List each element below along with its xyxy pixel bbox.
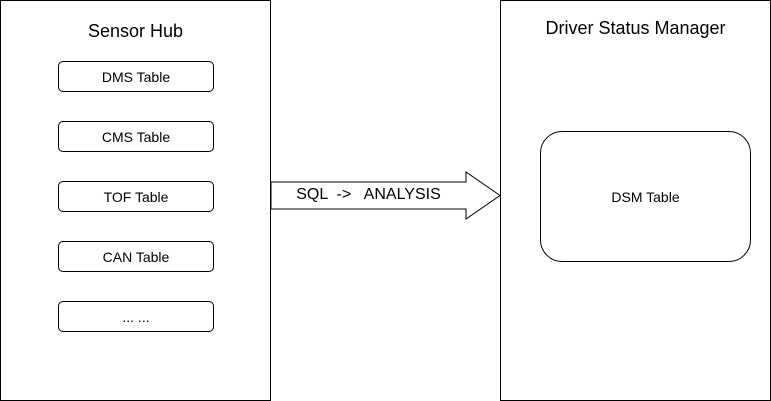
flow-arrow-label: SQL -> ANALYSIS	[296, 186, 441, 203]
sensor-hub-panel: Sensor Hub DMS Table CMS Table TOF Table…	[0, 0, 271, 401]
driver-status-manager-title: Driver Status Manager	[545, 18, 726, 38]
flow-arrow-shape	[270, 171, 501, 220]
flow-arrow	[270, 171, 501, 220]
tof-table-box[interactable]: TOF Table	[58, 181, 214, 212]
driver-status-manager-panel: Driver Status Manager DSM Table	[500, 0, 771, 401]
cms-table-box[interactable]: CMS Table	[58, 121, 214, 152]
can-table-box[interactable]: CAN Table	[58, 241, 214, 272]
dms-table-box[interactable]: DMS Table	[58, 61, 214, 92]
dsm-table-box[interactable]: DSM Table	[540, 131, 751, 262]
more-tables-box[interactable]: ... ...	[58, 301, 214, 332]
sensor-hub-title: Sensor Hub	[87, 21, 184, 41]
